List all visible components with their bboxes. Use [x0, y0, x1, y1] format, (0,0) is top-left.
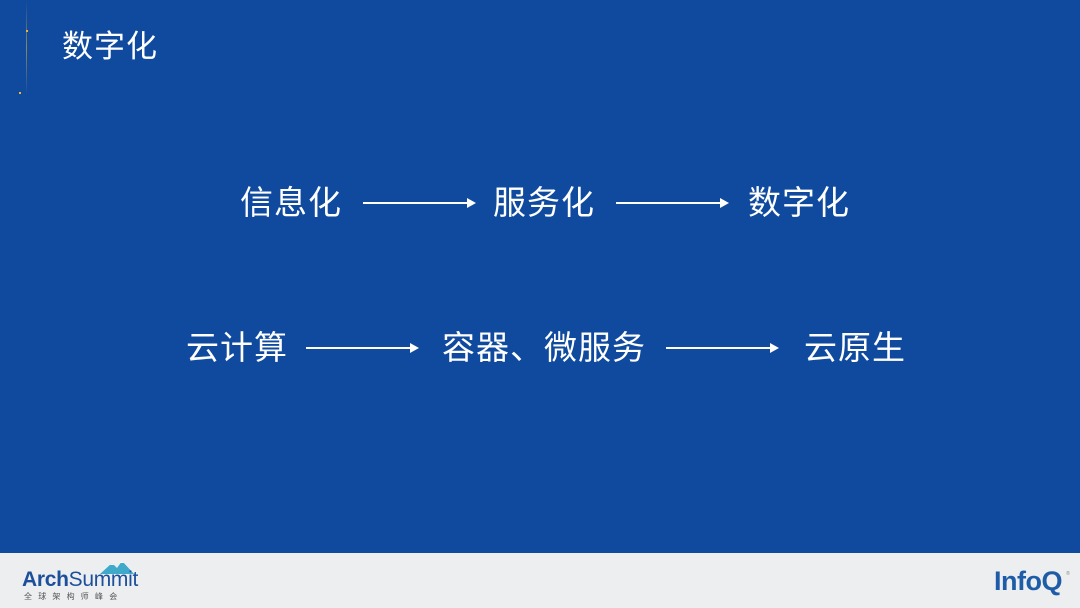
arrow-right-icon	[363, 198, 476, 208]
mountain-icon	[100, 561, 134, 574]
flow-node: 容器、微服务	[442, 328, 646, 367]
flow-row-1: 信息化 服务化 数字化	[0, 178, 1080, 228]
footer-bar: ArchSummit 全球架构师峰会 InfoQ ®	[0, 553, 1080, 608]
slide-canvas: 数字化 信息化 服务化 数字化 云计算 容器、微服务 云原生	[0, 0, 1080, 373]
arrow-right-icon	[666, 343, 779, 353]
flow-node: 信息化	[240, 183, 342, 222]
infoq-logo: InfoQ ®	[994, 565, 1071, 597]
archsummit-word-arch: Arch	[22, 568, 69, 591]
flow-row-2: 云计算 容器、微服务 云原生	[0, 323, 1080, 373]
flow-node: 服务化	[493, 183, 595, 222]
flow-node: 云计算	[186, 328, 288, 367]
archsummit-logo: ArchSummit 全球架构师峰会	[22, 559, 152, 603]
infoq-word-info: Info	[994, 566, 1042, 596]
archsummit-word-summit: Summit	[68, 568, 139, 591]
infoq-superscript: ®	[1065, 571, 1071, 577]
archsummit-wordmark: ArchSummit	[22, 568, 138, 592]
accent-line	[26, 0, 27, 96]
arrow-right-icon	[306, 343, 419, 353]
flow-node: 云原生	[804, 328, 906, 367]
slide-title: 数字化	[62, 29, 158, 65]
arrow-right-icon	[616, 198, 729, 208]
flow-node: 数字化	[748, 183, 850, 222]
accent-dot	[19, 92, 21, 94]
accent-dot	[26, 30, 28, 32]
infoq-word-q: Q	[1041, 566, 1062, 596]
archsummit-subtitle: 全球架构师峰会	[24, 592, 124, 601]
